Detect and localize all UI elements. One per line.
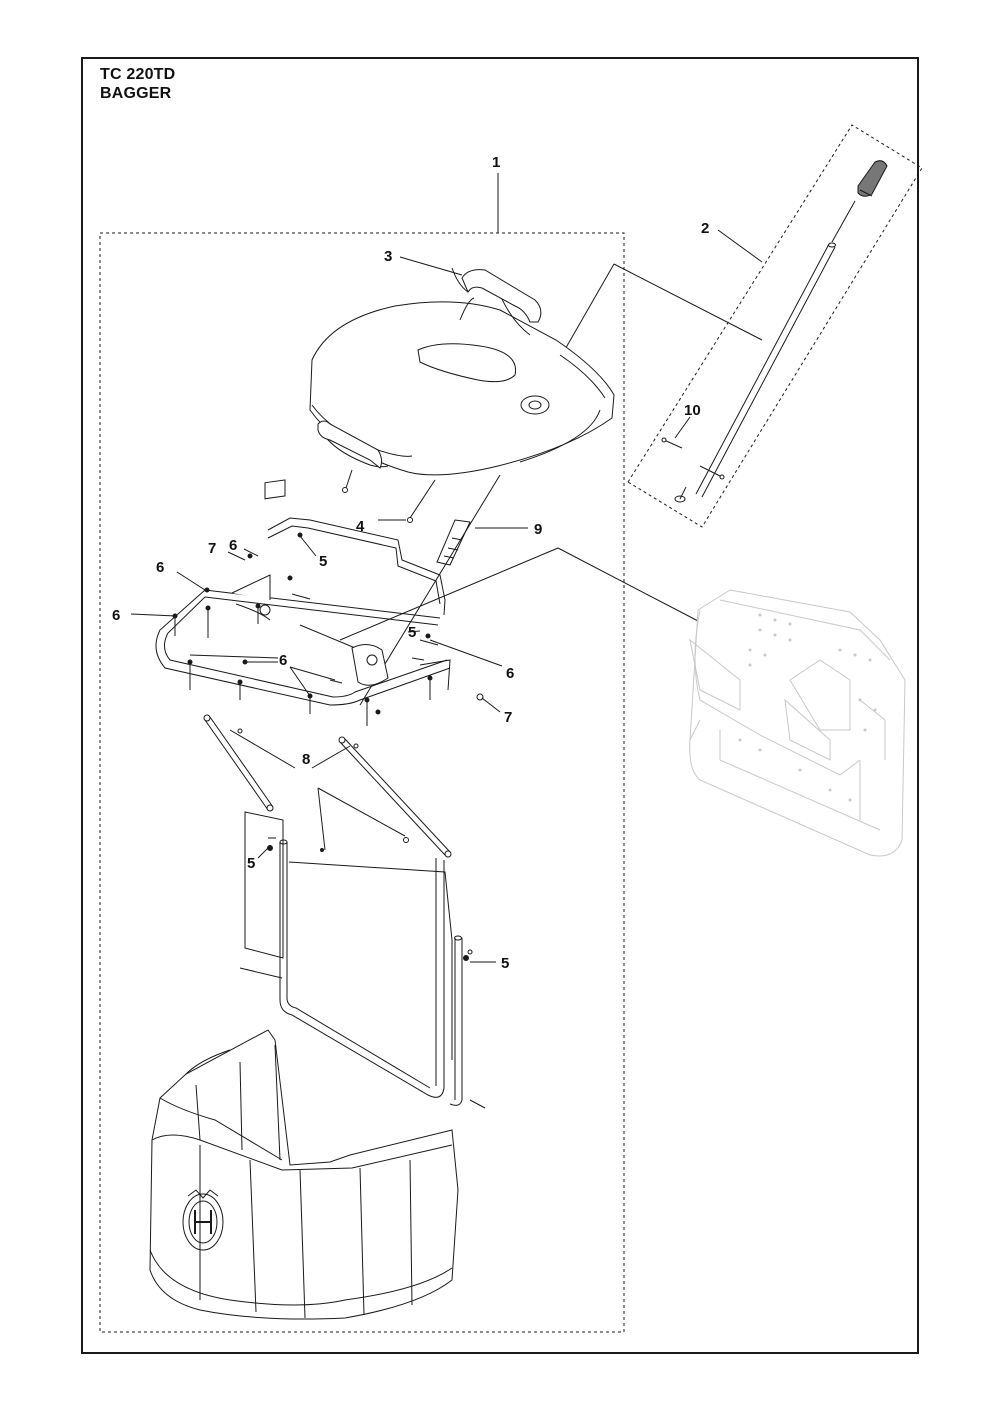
callout-6-top: 6 bbox=[229, 537, 237, 554]
callout-6-left: 6 bbox=[156, 559, 164, 576]
nut-4a bbox=[342, 487, 348, 493]
callout-5-top: 5 bbox=[319, 553, 327, 570]
leader-6c bbox=[130, 613, 177, 617]
callout-10: 10 bbox=[684, 402, 701, 419]
page-frame bbox=[81, 57, 919, 1354]
assembly-2-boundary bbox=[627, 124, 923, 528]
callout-7-right: 7 bbox=[504, 709, 512, 726]
bag-frame bbox=[239, 811, 486, 1109]
callout-4: 4 bbox=[356, 518, 365, 535]
leader-8a bbox=[229, 729, 296, 769]
section-title: BAGGER bbox=[100, 85, 172, 102]
tube-9 bbox=[436, 519, 471, 566]
leader-10 bbox=[674, 416, 691, 439]
lid-front-handle bbox=[317, 420, 383, 469]
leader-6d bbox=[189, 654, 279, 659]
ghost-mount-plate bbox=[689, 589, 906, 857]
callout-6-farleft: 6 bbox=[112, 607, 120, 624]
leader-6e bbox=[429, 639, 503, 667]
leader-7b bbox=[481, 697, 501, 713]
grass-bag bbox=[149, 1029, 459, 1320]
lid-handle bbox=[399, 256, 542, 323]
callout-5-lower: 5 bbox=[247, 855, 255, 872]
upper-frame bbox=[264, 479, 446, 616]
leader-5a bbox=[299, 535, 317, 557]
assembly-1-boundary bbox=[99, 232, 625, 1333]
nut-4b bbox=[407, 517, 413, 523]
callout-3: 3 bbox=[384, 248, 392, 265]
callout-9: 9 bbox=[534, 521, 542, 538]
model-title: TC 220TD bbox=[100, 66, 176, 83]
callout-1: 1 bbox=[492, 154, 500, 171]
pin-10 bbox=[661, 437, 725, 480]
bolts bbox=[172, 532, 484, 726]
handle-rod bbox=[674, 200, 856, 503]
leader-5c bbox=[257, 847, 269, 859]
callout-7-top: 7 bbox=[208, 540, 216, 557]
gas-struts bbox=[203, 714, 452, 858]
callout-8: 8 bbox=[302, 751, 310, 768]
ghost-holes bbox=[738, 613, 877, 802]
leader-rod-ref bbox=[613, 263, 763, 341]
leader-6b bbox=[176, 571, 206, 591]
leader-2 bbox=[717, 229, 763, 263]
callout-5-right: 5 bbox=[501, 955, 509, 972]
callout-6-center: 6 bbox=[279, 652, 287, 669]
grip-handle bbox=[857, 160, 888, 197]
brand-logo bbox=[182, 1189, 224, 1251]
callout-5-mid: 5 bbox=[408, 624, 416, 641]
callout-2: 2 bbox=[701, 220, 709, 237]
callout-6-right: 6 bbox=[506, 665, 514, 682]
main-frame bbox=[155, 574, 451, 706]
